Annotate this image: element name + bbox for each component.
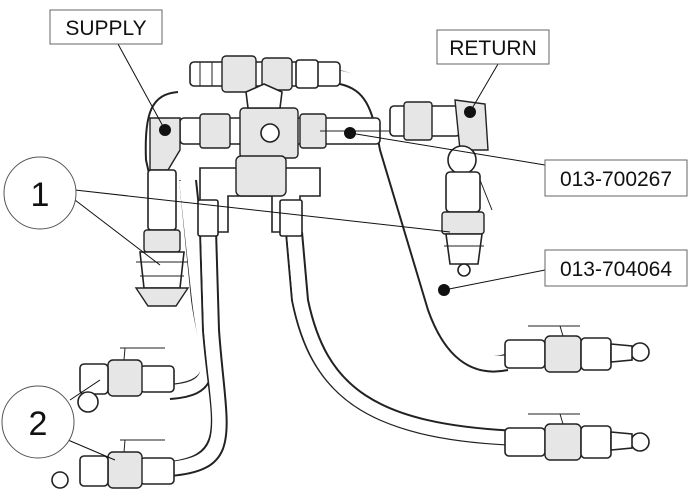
return-label: RETURN: [449, 37, 537, 60]
supply-label: SUPPLY: [65, 17, 146, 40]
valve-right-lower: [504, 413, 650, 461]
part-a-leader-dot: [344, 127, 356, 139]
hose-left-vertical: [169, 229, 213, 463]
part-b-label-box: 013-704064: [544, 249, 688, 287]
part-b-label: 013-704064: [560, 258, 672, 281]
part-a-label-box: 013-700267: [544, 159, 688, 197]
return-leader-dot: [464, 106, 476, 118]
callout-1: 1: [3, 156, 77, 230]
part-b-leader-dot: [438, 284, 450, 296]
supply-label-box: SUPPLY: [49, 9, 163, 45]
supply-leader-dot: [159, 124, 171, 136]
central-manifold: [149, 83, 390, 237]
callout-1-number: 1: [31, 176, 50, 214]
callout-2: 2: [1, 385, 75, 459]
left-downpipe-coupler: [134, 169, 190, 307]
callout-2-number: 2: [29, 405, 48, 443]
valve-right-upper: [504, 325, 650, 373]
part-a-label: 013-700267: [560, 168, 672, 191]
return-label-box: RETURN: [436, 29, 550, 65]
hose-middle: [285, 231, 521, 446]
leader-lines: [67, 43, 546, 461]
top-pipe: [189, 55, 341, 93]
valve-left-upper: [77, 347, 175, 413]
valve-left-lower: [51, 439, 175, 489]
